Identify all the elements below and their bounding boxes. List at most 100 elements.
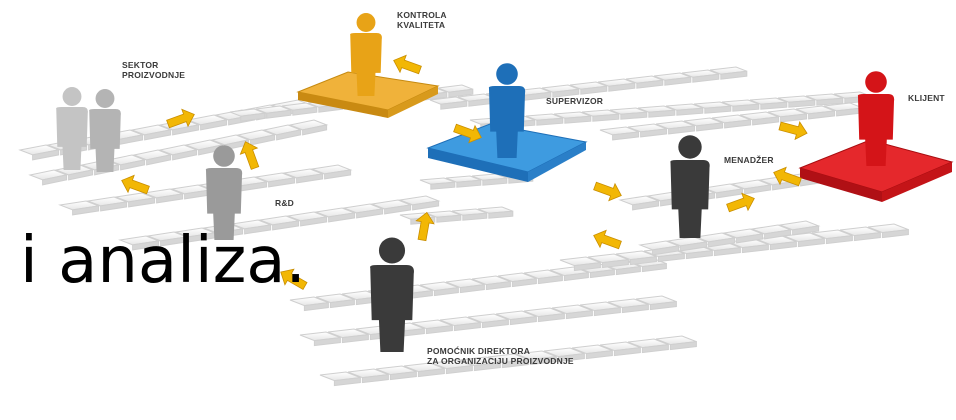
label-sektor: SEKTOR PROIZVODNJE xyxy=(122,60,185,80)
floor-tile-edge xyxy=(752,116,780,126)
floor-tile-edge xyxy=(724,119,752,129)
floor-tile-edge xyxy=(696,122,724,132)
floor-tile-edge xyxy=(250,134,276,146)
floor-tile-edge xyxy=(433,287,459,297)
floor-tile-edge xyxy=(292,106,318,116)
floor-tile-edge xyxy=(669,341,697,351)
flow-arrow xyxy=(239,141,260,170)
floor-tile-edge xyxy=(276,129,302,141)
floor-tile-edge xyxy=(764,229,792,240)
flow-arrow xyxy=(453,123,482,144)
floor-tile-edge xyxy=(620,111,648,120)
floor-tile-edge xyxy=(621,304,649,314)
floor-tile-edge xyxy=(481,319,509,329)
floor-tile-edge xyxy=(537,313,565,323)
floor-tile-edge xyxy=(585,350,613,360)
label-kontrola: KONTROLA KVALITETA xyxy=(397,10,447,30)
person-sektor-1 xyxy=(56,87,88,170)
flow-arrow xyxy=(726,192,755,213)
label-kontrola-line1: KONTROLA xyxy=(397,10,447,20)
floor-tile-edge xyxy=(417,368,445,378)
floor-tile-edge xyxy=(573,262,601,272)
floor-tile-edge xyxy=(589,269,615,279)
floor-tile-edge xyxy=(509,316,537,326)
floor-tile-edge xyxy=(736,233,764,244)
label-pomocnik-line2: ZA ORGANIZACIJU PROIZVODNJE xyxy=(427,356,574,366)
floor-tile-edge xyxy=(537,275,563,285)
floor-tile-edge xyxy=(632,200,660,211)
floor-tile-edge xyxy=(456,179,482,188)
label-kontrola-line2: KVALITETA xyxy=(397,20,446,30)
floor-tile-edge xyxy=(462,212,488,221)
floor-tile-edge xyxy=(272,220,300,231)
floor-tile-edge xyxy=(608,82,636,92)
label-supervizor: SUPERVIZOR xyxy=(546,96,604,106)
floor-tile-edge xyxy=(657,253,685,263)
floor-tile-edge xyxy=(356,208,384,219)
tile-paths xyxy=(18,66,913,387)
floor-tile-edge xyxy=(780,113,808,123)
floor-tile-edge xyxy=(511,278,537,288)
floor-tile-edge xyxy=(580,85,608,95)
floor-tile-edge xyxy=(459,284,485,294)
floor-tile-edge xyxy=(615,266,641,276)
floor-tile-edge xyxy=(384,204,412,215)
floor-tile-edge xyxy=(128,197,156,208)
floor-tile-edge xyxy=(361,374,389,384)
flow-arrow xyxy=(393,54,422,75)
floor-tile-edge xyxy=(156,193,184,204)
floor-tile-edge xyxy=(100,201,128,212)
floor-tile-edge xyxy=(132,240,160,251)
floor-tile-edge xyxy=(448,88,474,98)
floor-tile-edge xyxy=(328,212,356,223)
floor-tile-edge xyxy=(601,259,629,269)
floor-tile-edge xyxy=(641,263,667,273)
floor-tile-edge xyxy=(853,232,881,242)
floor-tile-edge xyxy=(732,103,760,112)
floor-tile-edge xyxy=(313,337,341,347)
floor-tile-edge xyxy=(144,129,172,141)
label-sektor-line2: PROIZVODNJE xyxy=(122,70,186,80)
floor-tile-edge xyxy=(760,101,788,110)
floor-tile-edge xyxy=(412,200,440,211)
floor-tile-edge xyxy=(613,347,641,357)
floor-tile-edge xyxy=(120,159,146,171)
label-rd: R&D xyxy=(275,198,295,208)
floor-tile-edge xyxy=(485,281,511,291)
flow-arrow xyxy=(121,174,150,195)
floor-tile-edge xyxy=(436,214,462,223)
floor-tile-edge xyxy=(797,238,825,248)
floor-tile-edge xyxy=(808,110,836,120)
floor-tile-edge xyxy=(240,112,266,122)
floor-tile-edge xyxy=(172,124,200,136)
floor-tile-edge xyxy=(816,97,844,106)
floor-tile-edge xyxy=(501,359,529,369)
floor-tile-edge xyxy=(68,169,94,181)
flow-arrow xyxy=(593,229,622,250)
floor-tile-edge xyxy=(453,322,481,332)
floor-tile-edge xyxy=(341,334,369,344)
floor-tile-edge xyxy=(200,119,228,131)
floor-tile-edge xyxy=(296,173,324,184)
floor-tile-edge xyxy=(565,310,593,320)
floor-tile-edge xyxy=(612,131,640,141)
floor-tile-edge xyxy=(792,225,820,236)
floor-tile-edge xyxy=(636,79,664,89)
floor-tile-edge xyxy=(303,302,329,312)
floor-tile-edge xyxy=(664,76,692,86)
floor-tile-edge xyxy=(744,184,772,195)
flow-arrow xyxy=(415,211,435,242)
floor-tile-edge xyxy=(680,241,708,252)
floor-tile-edge xyxy=(329,299,355,309)
floor-tile-edge xyxy=(473,362,501,372)
floor-tile-edge xyxy=(529,356,557,366)
floor-tile-edge xyxy=(649,301,677,311)
label-pomocnik-line1: POMOĆNIK DIREKTORA xyxy=(427,346,531,356)
floor-tile-edge xyxy=(266,109,292,119)
floor-tile-edge xyxy=(692,73,720,83)
floor-tile-edge xyxy=(652,245,680,256)
floor-tile-edge xyxy=(713,247,741,257)
floor-tile-edge xyxy=(333,377,361,387)
label-klijent: KLIJENT xyxy=(908,93,945,103)
label-pomocnik: POMOĆNIK DIREKTORA ZA ORGANIZACIJU PROIZ… xyxy=(427,346,574,366)
